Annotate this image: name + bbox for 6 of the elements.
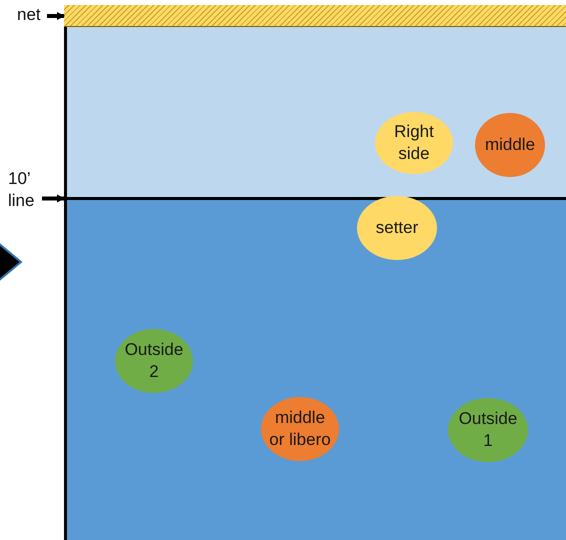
net-band bbox=[64, 5, 566, 27]
court-label: net bbox=[17, 4, 49, 28]
ten-foot-line bbox=[64, 197, 566, 200]
pointer-arrow bbox=[42, 194, 65, 202]
court-label: 10’ line bbox=[8, 168, 44, 216]
pointer-arrow bbox=[47, 12, 65, 20]
